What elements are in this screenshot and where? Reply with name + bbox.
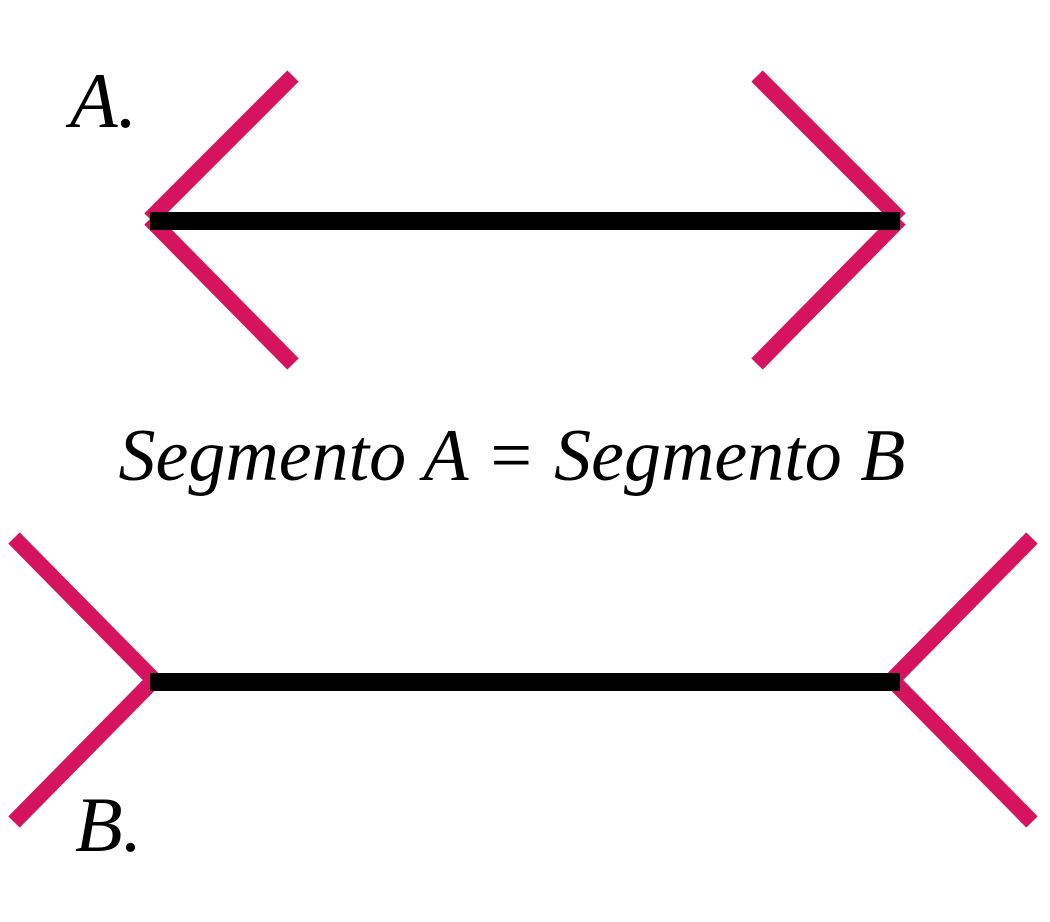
figure-b: B. (8, 532, 1038, 868)
caption: Segmento A = Segmento B (118, 415, 905, 497)
figure-a-right-fin-upper (751, 70, 906, 225)
figure-a-left-fin-upper (144, 70, 299, 225)
figure-b-left-fin-upper (8, 532, 160, 686)
figure-b-label: B. (75, 781, 142, 868)
figure-b-left-fin-lower (8, 674, 160, 828)
figure-a: A. (65, 57, 906, 370)
figure-b-right-fin-upper (886, 532, 1038, 686)
figure-a-left-fin-lower (144, 213, 299, 370)
figure-b-right-fin-lower (886, 674, 1038, 828)
figure-a-label: A. (65, 57, 137, 144)
figure-a-right-fin-lower (751, 213, 906, 370)
